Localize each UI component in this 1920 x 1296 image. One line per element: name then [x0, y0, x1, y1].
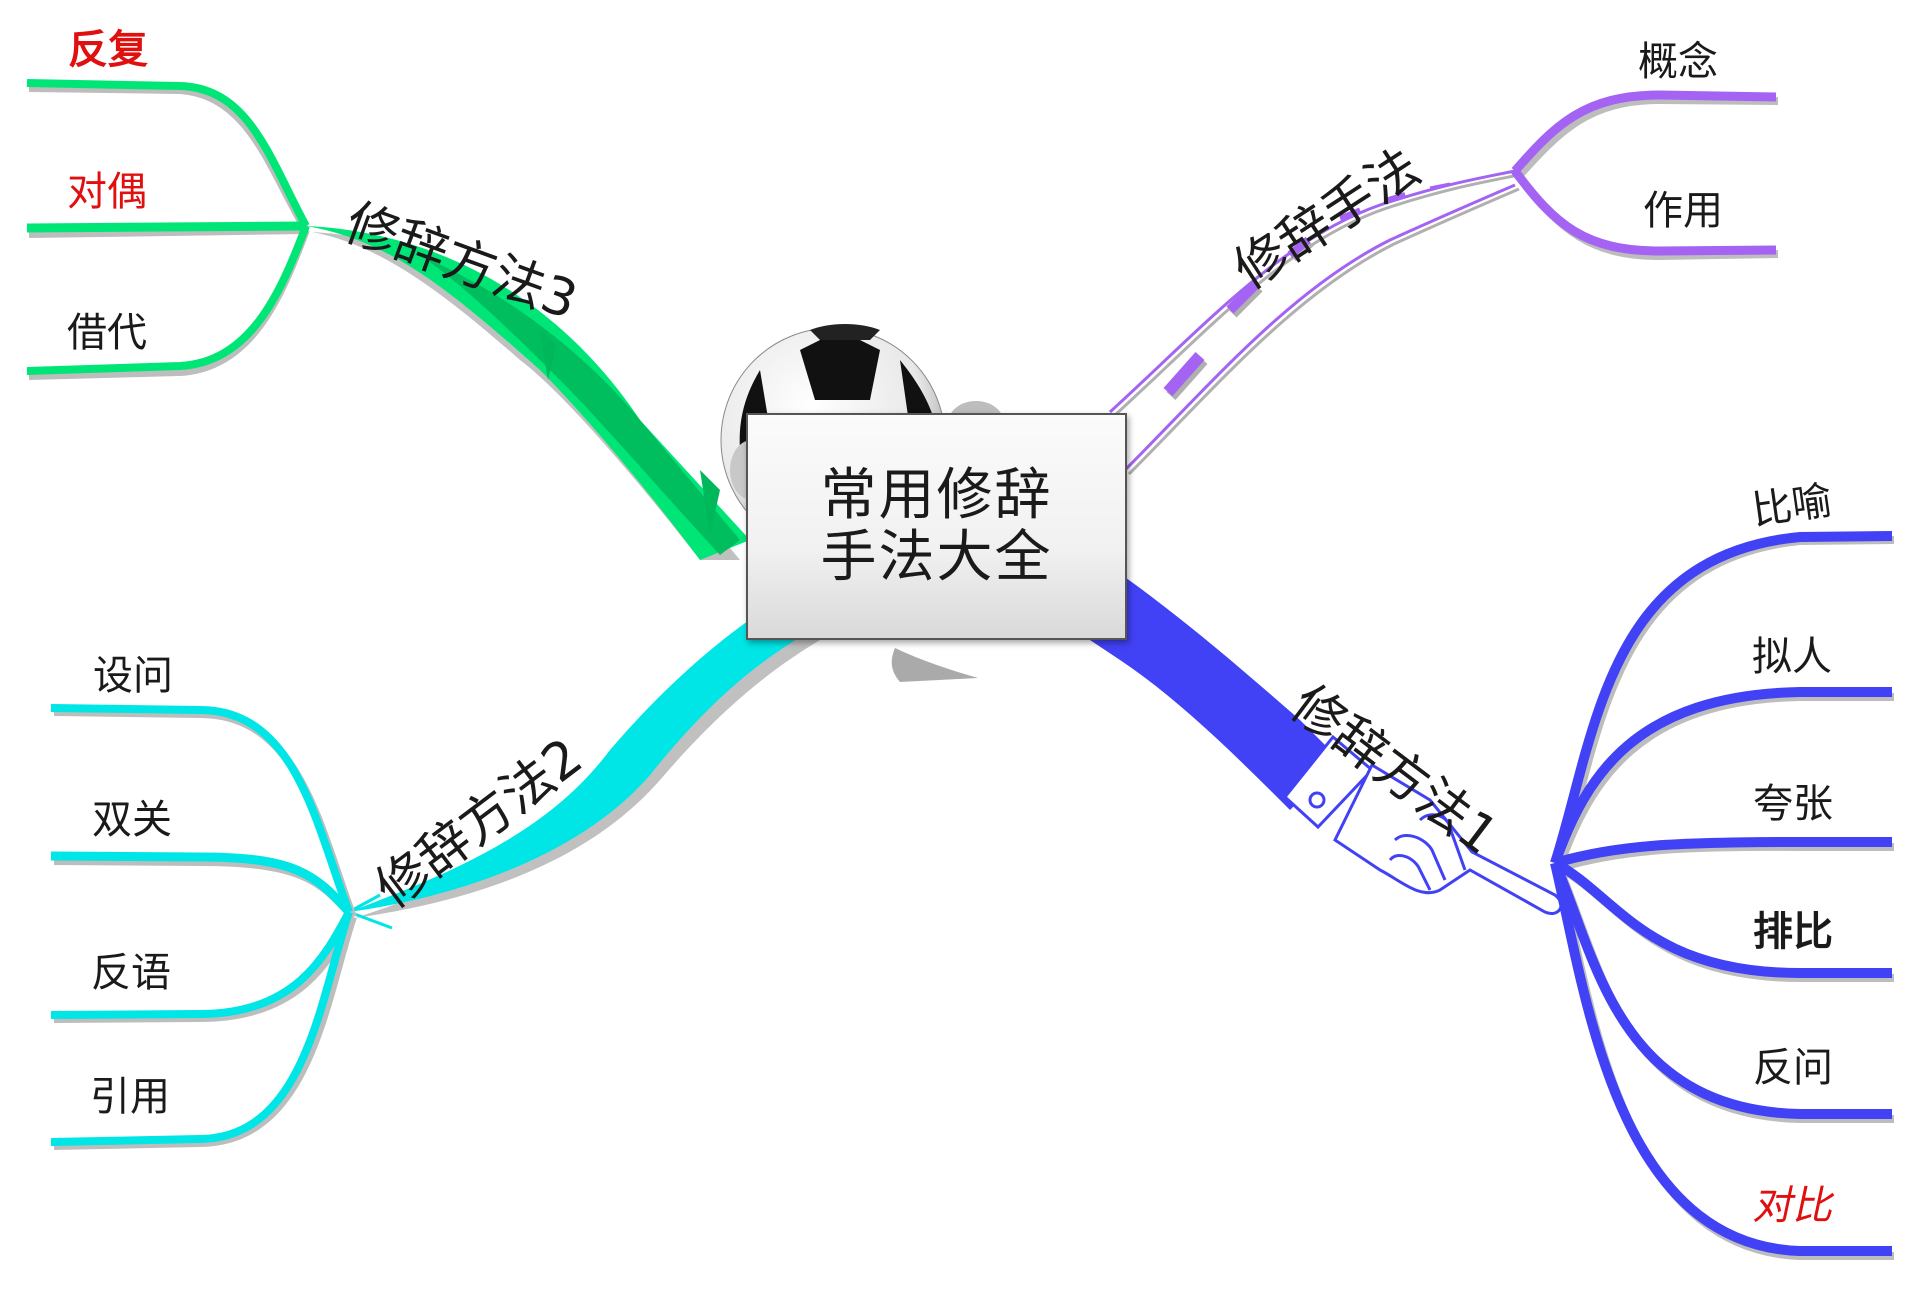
subline-duibi: [1550, 861, 1892, 1256]
subline-zuoyong: [1511, 168, 1777, 256]
subtopic-duiou[interactable]: 对偶: [67, 169, 147, 215]
branch-1-sublines: [1550, 531, 1895, 1260]
subtopic-fanfu[interactable]: 反复: [68, 27, 148, 73]
central-topic[interactable]: 常用修辞 手法大全: [746, 413, 1127, 640]
subtopic-jiedai[interactable]: 借代: [67, 310, 147, 356]
subline-niren: [1550, 687, 1892, 865]
central-topic-line-1: 常用修辞: [820, 462, 1053, 528]
subtopic-gainian[interactable]: 概念: [1638, 39, 1718, 85]
subtopic-shewen[interactable]: 设问: [93, 653, 173, 699]
branch-connector-3: [306, 226, 750, 560]
subtopic-fanwen[interactable]: 反问: [1753, 1045, 1833, 1091]
dashed-centerline: [1163, 182, 1451, 400]
subline-kuazhang: [1553, 837, 1892, 868]
subline-fanfu: [26, 79, 310, 228]
branch-2-sublines: [50, 704, 357, 1150]
subtopic-kuazhang[interactable]: 夸张: [1753, 781, 1833, 827]
branch-connector-1: [1090, 560, 1340, 810]
subline-gainian: [1511, 90, 1777, 174]
central-topic-text: 常用修辞 手法大全: [820, 462, 1053, 590]
subline-paibi: [1552, 858, 1892, 978]
subline-jiedai: [26, 224, 310, 375]
subline-biyu: [1550, 531, 1893, 865]
subline-shewen: [50, 704, 353, 914]
central-topic-line-2: 手法大全: [820, 524, 1053, 590]
subline-yinyong: [50, 910, 353, 1146]
branch-connector-purple: [1108, 169, 1520, 476]
branch-purple-sublines: [1511, 90, 1779, 261]
subtopic-niren[interactable]: 拟人: [1752, 634, 1832, 680]
subline-shuangguan: [50, 851, 353, 915]
branch-3-sublines: [26, 79, 310, 380]
subtopic-duibi[interactable]: 对比: [1750, 1183, 1840, 1229]
subtopic-zuoyong[interactable]: 作用: [1643, 188, 1723, 234]
subline-fanwen: [1550, 860, 1892, 1119]
subline-duiou: [26, 221, 307, 233]
subtopic-shuangguan[interactable]: 双关: [92, 797, 172, 843]
subtopic-fanyu[interactable]: 反语: [91, 950, 171, 996]
subtopic-biyu[interactable]: 比喻: [1749, 477, 1835, 535]
pointing-hand-icon: [1282, 734, 1563, 915]
subtopic-yinyong[interactable]: 引用: [90, 1074, 170, 1120]
subtopic-paibi[interactable]: 排比: [1753, 909, 1833, 955]
